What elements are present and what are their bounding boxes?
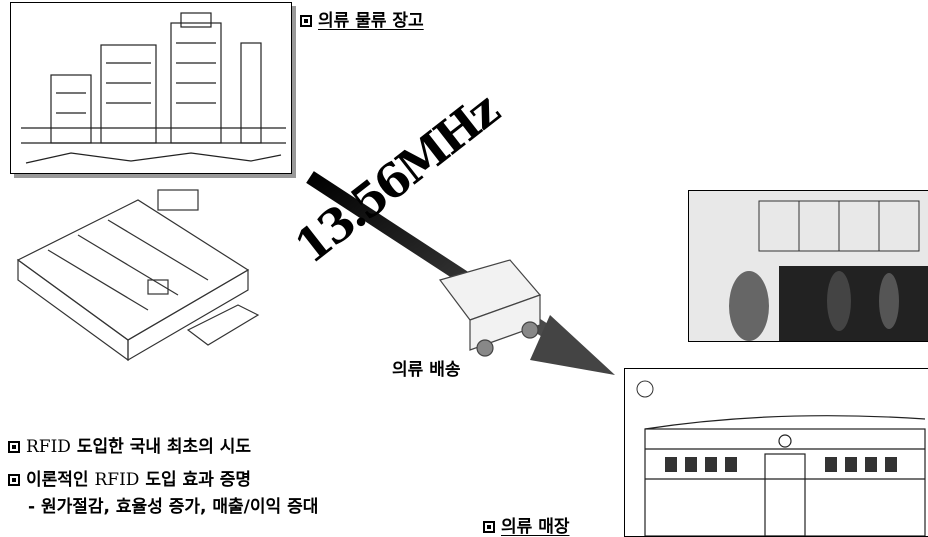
warehouse-label: 의류 물류 장고: [300, 6, 424, 31]
warehouse-illustration: [21, 12, 286, 164]
filled-square-icon: [483, 521, 495, 533]
warehouse-floorplan: [8, 180, 293, 390]
delivery-arrow: [306, 171, 615, 375]
sub-bullet: - 원가절감, 효율성 증가, 매출/이익 증대: [28, 497, 319, 517]
delivery-label: 의류 배송: [392, 360, 461, 380]
store-building-photo: [624, 368, 928, 537]
filled-square-icon: [8, 441, 20, 453]
bullet-2: 이론적인 RFID 도입 효과 증명: [8, 465, 251, 490]
warehouse-photo: [10, 2, 292, 174]
store-building-illustration: [636, 380, 926, 536]
store-label: 의류 매장: [483, 512, 569, 537]
arrow-head: [530, 315, 615, 375]
floorplan-illustration: [16, 189, 260, 362]
filled-square-icon: [8, 474, 20, 486]
truck-icon: [438, 259, 542, 357]
bullet-1: RFID 도입한 국내 최초의 시도: [8, 432, 251, 457]
store-interior-photo: [688, 190, 928, 342]
store-interior-illustration: [689, 191, 928, 341]
filled-square-icon: [300, 15, 312, 27]
